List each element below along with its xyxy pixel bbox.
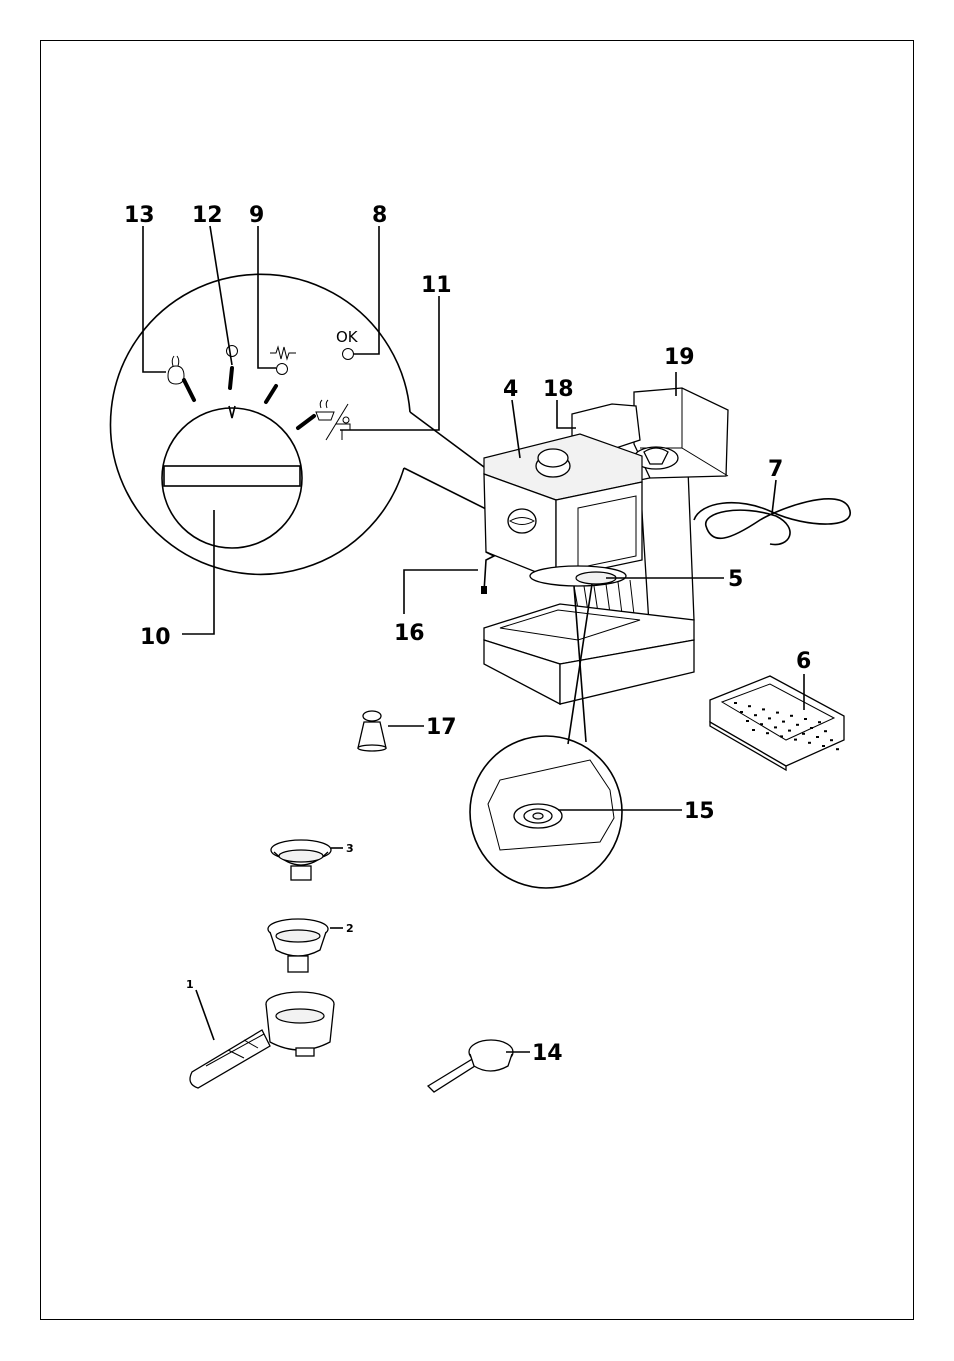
label-9: 9 <box>249 203 264 228</box>
grate-hole <box>802 733 805 735</box>
leader-16 <box>404 570 478 614</box>
filter-one-cup <box>271 840 343 880</box>
label-18: 18 <box>543 377 574 402</box>
grate-hole <box>768 717 771 719</box>
filter-holder <box>190 990 334 1088</box>
label-13: 13 <box>124 203 155 228</box>
grate-hole <box>734 702 737 704</box>
leader-1 <box>196 990 214 1040</box>
grate-hole <box>796 724 799 726</box>
grate-hole <box>748 705 751 707</box>
selector-knob <box>162 408 302 548</box>
label-15: 15 <box>684 799 715 824</box>
ok-light-icon <box>343 349 354 360</box>
tick-steam <box>184 380 194 400</box>
grate-hole <box>782 721 785 723</box>
leader-8 <box>354 226 379 354</box>
grate-hole <box>780 735 783 737</box>
filter-two-cup <box>268 919 343 972</box>
label-4: 4 <box>503 377 518 402</box>
cappuccino-nozzle <box>358 711 424 751</box>
label-17: 17 <box>426 715 457 740</box>
grate-hole <box>822 745 825 747</box>
grate-hole <box>836 748 839 750</box>
grate-hole <box>760 723 763 725</box>
grate-hole <box>808 742 811 744</box>
steam-icon <box>168 356 184 384</box>
leader-9 <box>258 226 276 368</box>
ok-text: OK <box>336 328 359 346</box>
label-12: 12 <box>192 203 223 228</box>
label-7: 7 <box>768 457 783 482</box>
grate-hole <box>762 708 765 710</box>
grate-hole <box>810 727 813 729</box>
label-5: 5 <box>728 567 743 592</box>
grate-hole <box>788 730 791 732</box>
label-11: 11 <box>421 273 452 298</box>
heater-light-icon <box>277 364 288 375</box>
leader-13 <box>143 226 166 372</box>
label-19: 19 <box>664 345 695 370</box>
valve-closeup <box>470 736 682 888</box>
tap-icon <box>326 404 350 440</box>
knob-grip <box>164 466 300 486</box>
grate-hole <box>774 726 777 728</box>
label-6: 6 <box>796 649 811 674</box>
drip-tray-grate <box>710 674 844 770</box>
tick-coffee <box>298 416 314 428</box>
leader-10 <box>182 510 214 634</box>
leader-11 <box>340 296 439 430</box>
label-1: 1 <box>186 978 194 991</box>
grate-hole <box>830 739 833 741</box>
power-icon <box>227 346 238 357</box>
power-cable <box>694 499 850 545</box>
closeup-circle <box>111 274 410 574</box>
grate-hole <box>740 711 743 713</box>
grate-hole <box>804 718 807 720</box>
grate-hole <box>816 736 819 738</box>
tick-off <box>230 368 232 388</box>
grate-hole <box>824 730 827 732</box>
grate-hole <box>752 729 755 731</box>
grate-hole <box>754 714 757 716</box>
closeup-connector-top <box>410 412 488 470</box>
leader-7 <box>772 480 776 514</box>
steam-tube-tip <box>481 586 487 594</box>
label-14: 14 <box>532 1041 563 1066</box>
measuring-scoop <box>428 1040 530 1092</box>
label-2: 2 <box>346 922 354 935</box>
label-3: 3 <box>346 842 354 855</box>
front-badge <box>508 509 536 533</box>
label-16: 16 <box>394 621 425 646</box>
label-10: 10 <box>140 625 171 650</box>
heater-icon <box>270 347 296 359</box>
leader-12 <box>210 226 232 365</box>
closeup-connector-bottom <box>404 468 488 510</box>
grate-hole <box>818 721 821 723</box>
grate-hole <box>790 715 793 717</box>
grate-hole <box>776 712 779 714</box>
grate-hole <box>766 732 769 734</box>
coffee-cup-icon <box>316 400 334 420</box>
machine-right-face <box>556 482 642 580</box>
tick-heater <box>266 386 276 402</box>
grate-hole <box>746 720 749 722</box>
label-8: 8 <box>372 203 387 228</box>
leader-4 <box>512 400 520 458</box>
grate-hole <box>794 739 797 741</box>
